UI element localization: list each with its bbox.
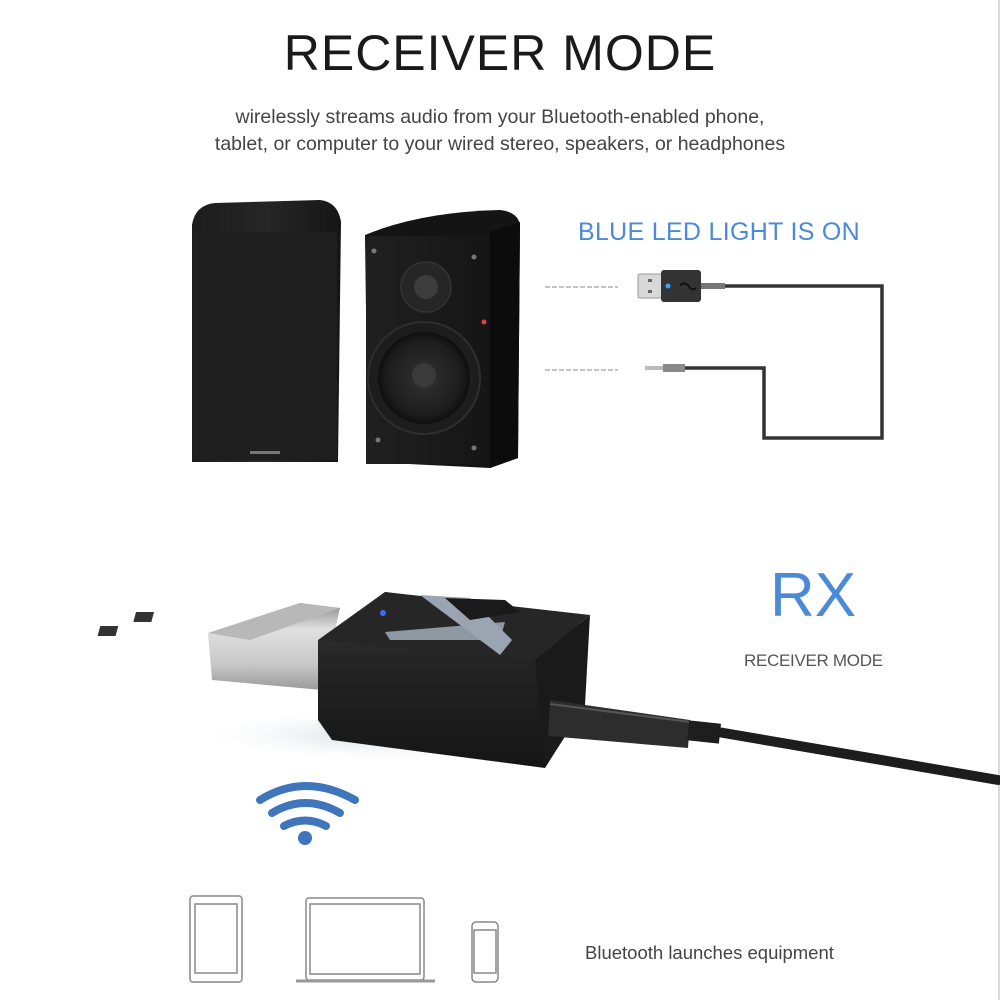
speaker-left (192, 200, 341, 462)
laptop-icon (296, 897, 435, 983)
usb-adapter-small (637, 270, 725, 302)
subtitle: wirelessly streams audio from your Bluet… (0, 104, 1000, 158)
speaker-right (365, 210, 520, 468)
wifi-icon (256, 782, 359, 830)
frame-border (998, 0, 1000, 1000)
subtitle-line-2: tablet, or computer to your wired stereo… (214, 133, 786, 155)
subtitle-line-1: wirelessly streams audio from your Bluet… (235, 106, 765, 128)
page-title: RECEIVER MODE (283, 25, 717, 81)
led-icon (665, 283, 671, 289)
phone-icon (471, 921, 499, 983)
led-light-icon (380, 610, 386, 616)
aux-jack-small (645, 364, 685, 372)
mode-label: RECEIVER MODE (744, 651, 883, 670)
led-status-label: BLUE LED LIGHT IS ON (578, 218, 861, 246)
usb-adapter-large (97, 592, 590, 768)
cable (683, 284, 884, 440)
mode-code: RX (770, 561, 857, 630)
bluetooth-devices-label: Bluetooth launches equipment (585, 942, 834, 963)
tablet-icon (189, 895, 243, 983)
aux-cable-large (548, 700, 1000, 785)
